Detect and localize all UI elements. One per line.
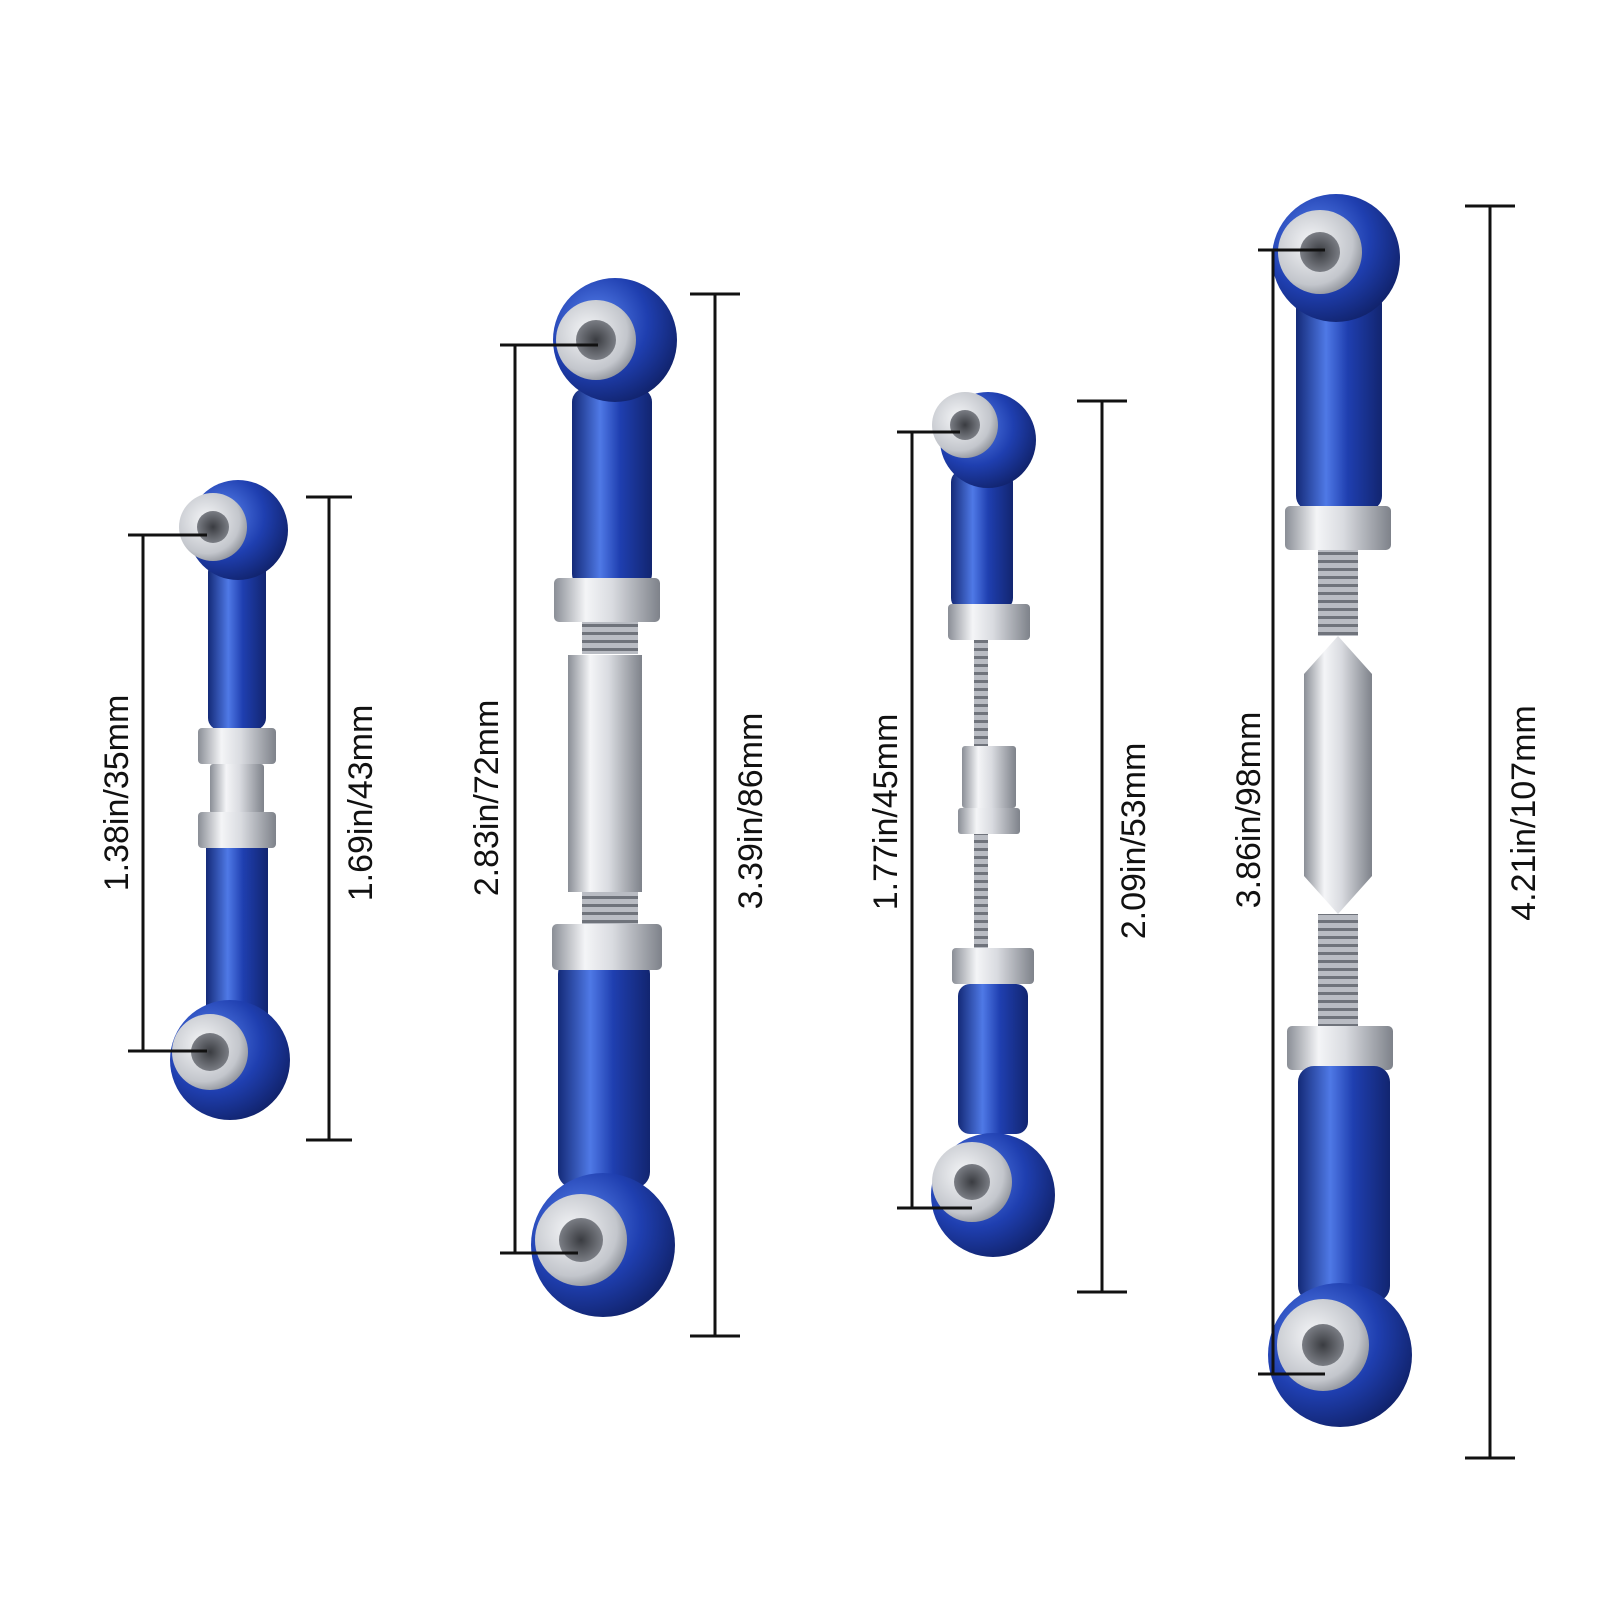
turnbuckle-link-3 (931, 392, 1055, 1257)
dimension-line-link-1-hole-to-hole (128, 533, 207, 1053)
label-link-3-hole-to-hole: 1.77in/45mm (867, 714, 905, 911)
dimension-line-link-4-hole-to-hole (1258, 248, 1325, 1376)
dimension-line-link-1-overall (306, 495, 352, 1142)
turnbuckle-link-1 (170, 480, 290, 1120)
label-link-2-overall: 3.39in/86mm (732, 713, 770, 910)
turnbuckle-link-4 (1268, 194, 1412, 1427)
dimension-line-link-3-hole-to-hole (897, 430, 972, 1210)
label-link-2-hole-to-hole: 2.83in/72mm (468, 700, 506, 897)
label-link-1-overall: 1.69in/43mm (342, 705, 380, 902)
dimension-line-link-4-overall (1465, 204, 1515, 1460)
dimension-line-link-3-overall (1077, 399, 1127, 1294)
dimension-line-link-2-overall (690, 292, 740, 1338)
dimension-line-link-2-hole-to-hole (500, 343, 598, 1255)
label-link-3-overall: 2.09in/53mm (1115, 743, 1153, 940)
label-link-1-hole-to-hole: 1.38in/35mm (98, 695, 136, 892)
turnbuckle-link-2 (531, 278, 677, 1317)
label-link-4-hole-to-hole: 3.86in/98mm (1230, 712, 1268, 909)
label-link-4-overall: 4.21in/107mm (1505, 705, 1543, 920)
